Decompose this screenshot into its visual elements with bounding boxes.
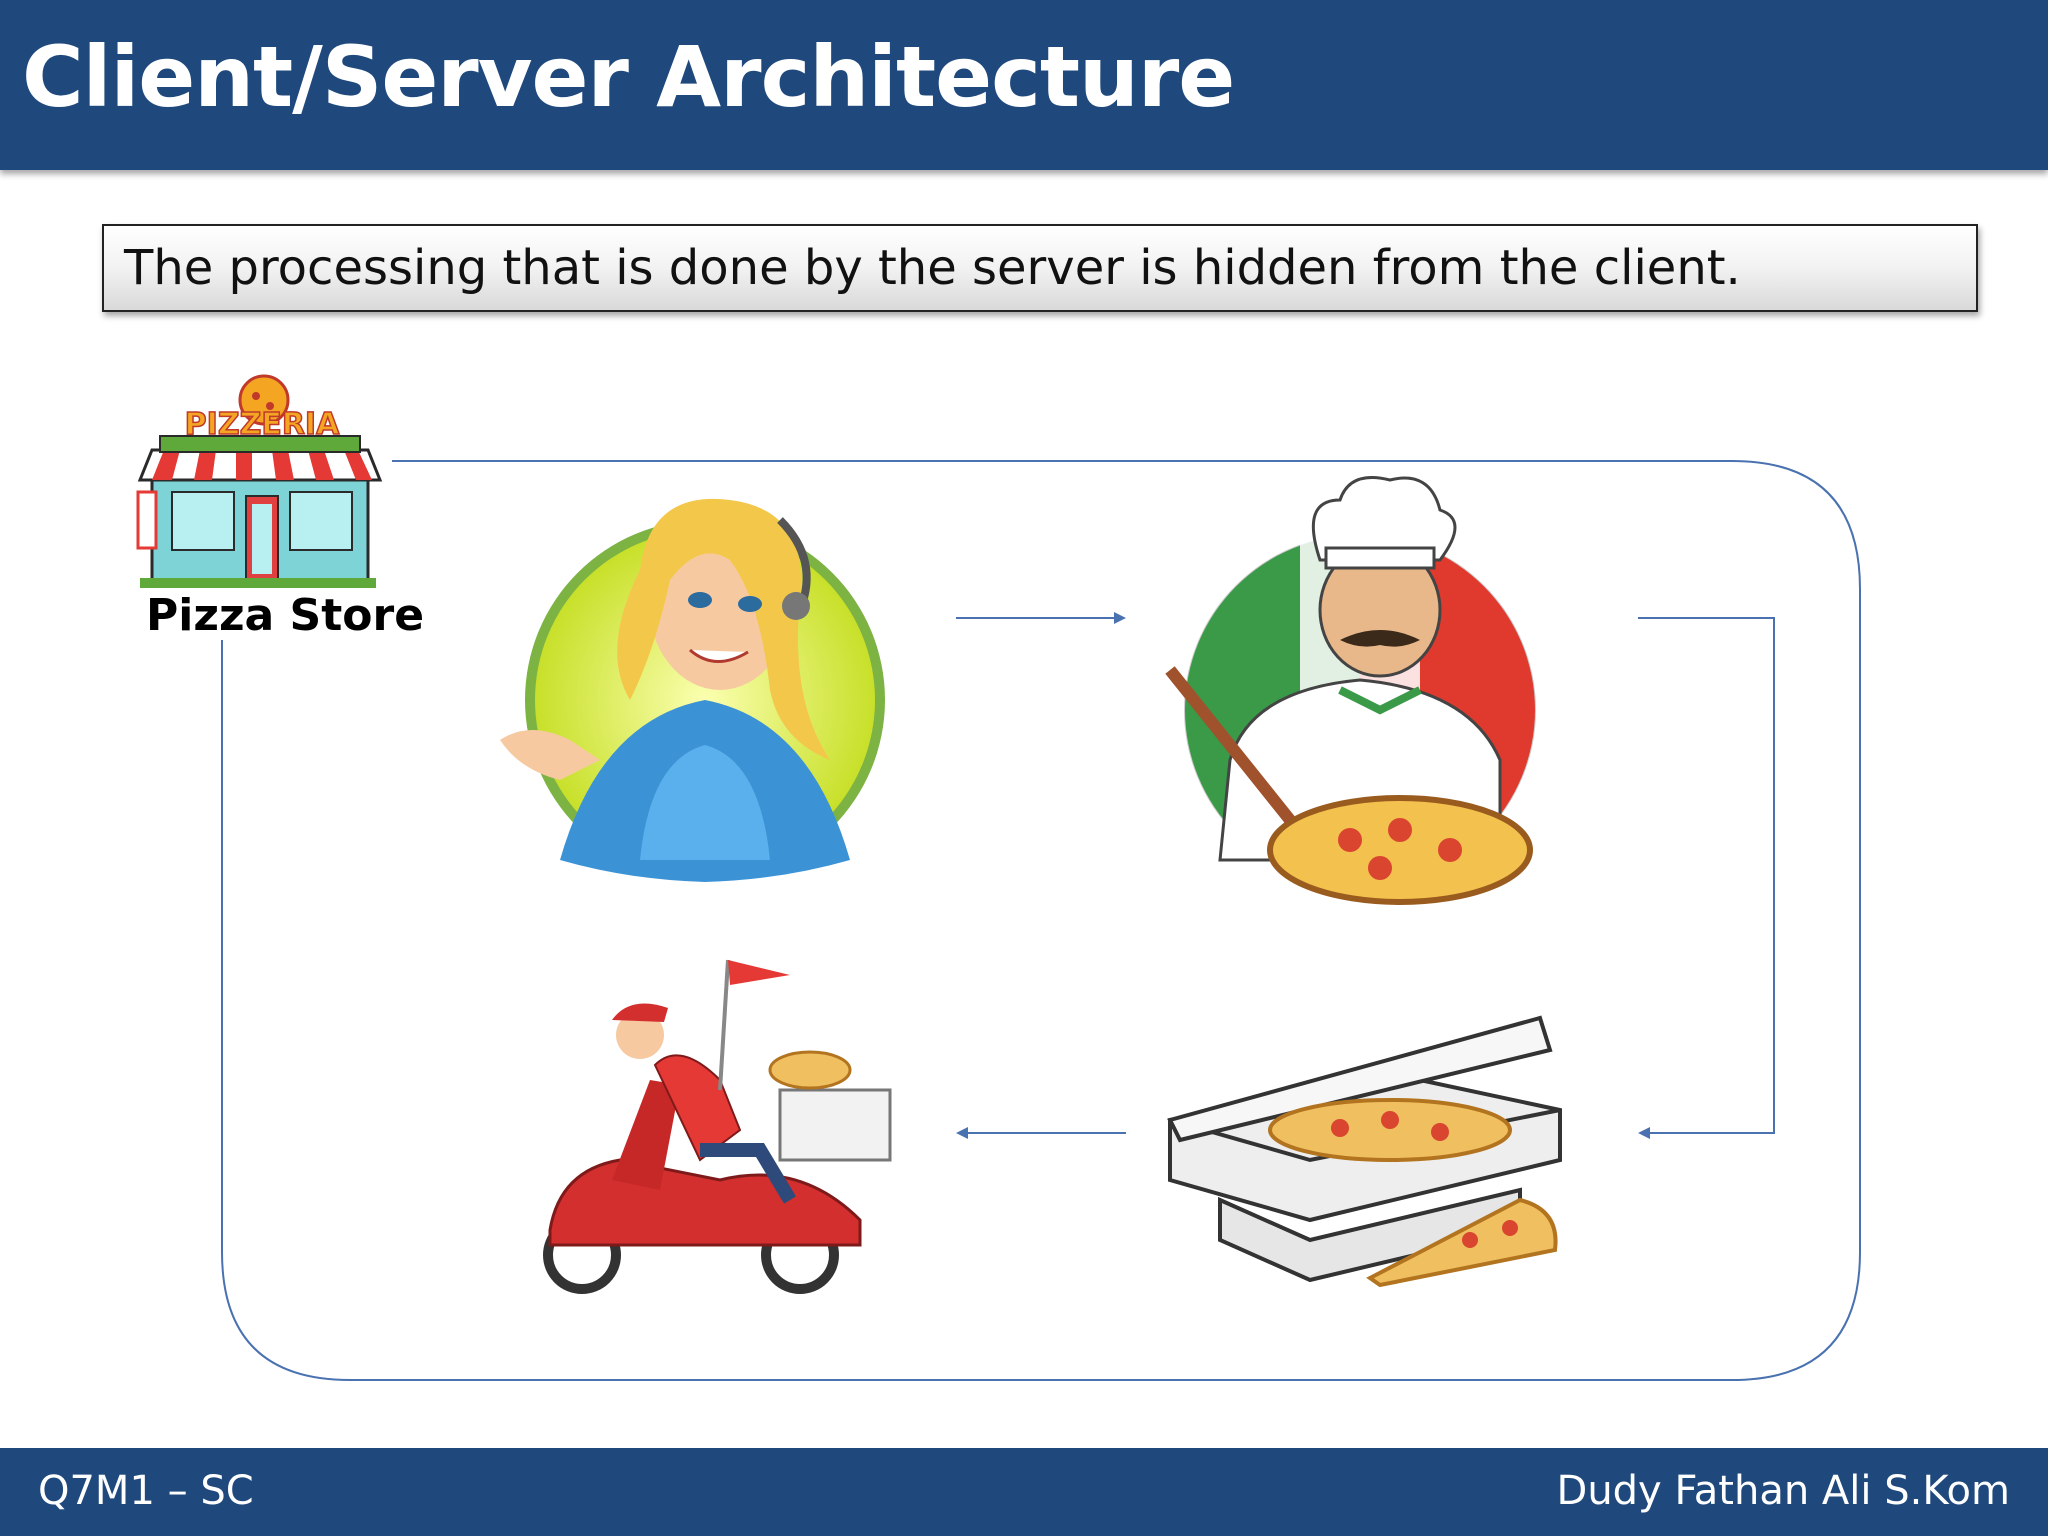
call-center-operator-illustration: [500, 498, 885, 882]
footer-course-code: Q7M1 – SC: [38, 1468, 254, 1514]
process-boundary: [221, 460, 1861, 1381]
slide-title: Client/Server Architecture: [22, 28, 1235, 126]
slide-footer: Q7M1 – SC Dudy Fathan Ali S.Kom: [0, 1448, 2048, 1536]
callout-text: The processing that is done by the serve…: [124, 240, 1741, 296]
slide-header: Client/Server Architecture: [0, 0, 2048, 170]
footer-author: Dudy Fathan Ali S.Kom: [1556, 1468, 2010, 1514]
arrow-chef-to-box: [1638, 617, 1775, 1139]
pizza-box-illustration: [1167, 1015, 1562, 1288]
pizza-store-label: Pizza Store: [146, 590, 425, 641]
pizza-chef-illustration: [1165, 476, 1536, 905]
callout-box: The processing that is done by the serve…: [102, 224, 1978, 312]
store-sign: PIZZERIA: [185, 407, 340, 442]
delivery-scooter-illustration: [543, 959, 892, 1294]
pizzeria-store-icon: PIZZERIA: [136, 374, 383, 588]
